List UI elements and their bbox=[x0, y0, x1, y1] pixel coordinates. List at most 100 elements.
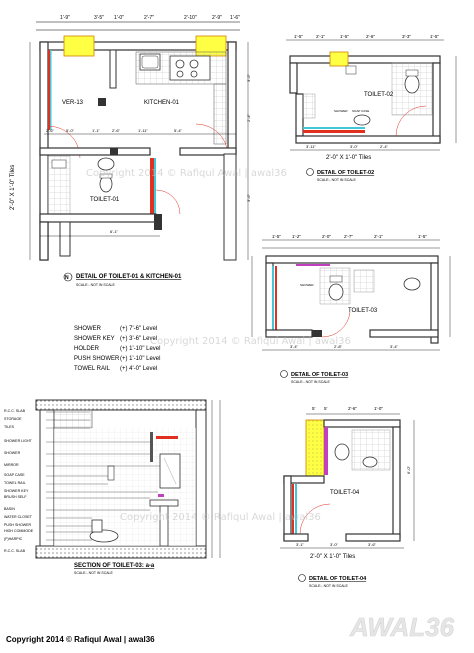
section-label: SHOWER bbox=[4, 451, 21, 455]
svg-text:3'-4": 3'-4" bbox=[390, 344, 399, 349]
plan-toilet4: 5' 5' 2'-6" 1'-0" TOILET-04 3'-1" 3'-0" … bbox=[280, 406, 415, 588]
svg-text:3'-5": 3'-5" bbox=[246, 73, 251, 82]
tile-note-t4: 2'-0" X 1'-0" Tiles bbox=[310, 554, 355, 560]
svg-text:SHOWER: SHOWER bbox=[300, 283, 314, 287]
dim-label: 3'-3" bbox=[402, 34, 411, 39]
plan-toilet1-kitchen1: 1'-9" 3'-5" 1'-0" 2'-7" 2'-10" 2'-9" 1'-… bbox=[10, 15, 251, 287]
section-label: SOAP CASE bbox=[4, 473, 25, 477]
scale-note: SCALE:- NOT IN SCALE bbox=[317, 178, 357, 182]
dim-label: 1'-6" bbox=[230, 15, 240, 21]
svg-text:SOAP CASE: SOAP CASE bbox=[352, 109, 369, 113]
svg-text:SHOWER: SHOWER bbox=[334, 109, 348, 113]
scale-note: SCALE:- NOT IN SCALE bbox=[291, 380, 331, 384]
svg-text:2'-6": 2'-6" bbox=[112, 128, 121, 133]
awal36-logo: AWAL36 bbox=[349, 612, 455, 642]
footer-copyright: Copyright 2014 © Rafiqul Awal | awal36 bbox=[6, 635, 155, 644]
level-item: SHOWER bbox=[74, 326, 102, 332]
level-item: SHOWER KEY bbox=[74, 336, 115, 342]
section-label: SHOWER KEY bbox=[4, 489, 29, 493]
svg-text:5'-0": 5'-0" bbox=[66, 128, 75, 133]
svg-text:3'-0": 3'-0" bbox=[350, 144, 359, 149]
section-label: HIGH COMMODE bbox=[4, 529, 34, 533]
dim-label: 2'-1" bbox=[316, 34, 325, 39]
dim-label: 2'-9" bbox=[212, 15, 222, 21]
section-label: STORAGE bbox=[4, 417, 22, 421]
watermark-text: Copyright 2014 © Rafiqul Awal | awal36 bbox=[86, 168, 287, 179]
section-label: BRUSH SELF bbox=[4, 495, 27, 499]
svg-text:2'-8": 2'-8" bbox=[334, 344, 343, 349]
dim-label: 1'-9" bbox=[60, 15, 70, 21]
section-toilet3: R.C.C. SLAB STORAGE TILES SHOWER LIGHT S… bbox=[4, 399, 221, 575]
level-value: (+) 4'-0" Level bbox=[120, 366, 157, 372]
level-value: (+) 1'-10" Level bbox=[120, 346, 160, 352]
svg-text:N: N bbox=[65, 275, 69, 281]
dim-label: 3'-5" bbox=[94, 15, 104, 21]
title-detail-t1k1: DETAIL OF TOILET-01 & KITCHEN-01 bbox=[76, 274, 182, 280]
section-label: TOWEL RAIL bbox=[4, 481, 26, 485]
watermark-text: Copyright 2014 © Rafiqul Awal | awal36 bbox=[120, 512, 321, 523]
room-label-kitchen: KITCHEN-01 bbox=[144, 100, 180, 106]
dim-label: 2'-0" bbox=[322, 234, 331, 239]
section-label: (F)HARPIC bbox=[4, 537, 23, 541]
section-label: R.C.C. SLAB bbox=[4, 549, 26, 553]
dim-label: 2'-1" bbox=[374, 234, 383, 239]
svg-text:1'-11": 1'-11" bbox=[138, 128, 148, 133]
dim-label: 1'-0" bbox=[374, 406, 383, 411]
watermarks: Copyright 2014 © Rafiqul Awal | awal36 C… bbox=[86, 168, 351, 523]
dim-label: 5' bbox=[312, 406, 316, 411]
section-label: WATER CLOSET bbox=[4, 515, 33, 519]
section-label: R.C.C. SLAB bbox=[4, 409, 26, 413]
tile-note-vertical: 2'-0" X 1'-0" Tiles bbox=[10, 165, 16, 210]
section-label: BASIN bbox=[4, 507, 15, 511]
level-item: TOWEL RAIL bbox=[74, 366, 111, 372]
dim-label: 2'-7" bbox=[344, 234, 353, 239]
dim-label: 1'-5" bbox=[272, 234, 281, 239]
svg-text:3'-0": 3'-0" bbox=[330, 542, 339, 547]
dim-label: 1'-5" bbox=[418, 234, 427, 239]
dim-label: 1'-5" bbox=[340, 34, 349, 39]
tile-note-t2: 2'-0" X 1'-0" Tiles bbox=[326, 155, 371, 161]
room-label-verandah: VER-13 bbox=[62, 100, 84, 106]
section-label: TILES bbox=[4, 425, 15, 429]
plan-toilet3: 1'-5" 1'-2" 2'-0" 2'-7" 2'-1" 1'-5" TOIL… bbox=[251, 234, 451, 384]
dim-label: 1'-5" bbox=[430, 34, 439, 39]
title-detail-t2: DETAIL OF TOILET-02 bbox=[317, 170, 374, 176]
svg-text:3'-1": 3'-1" bbox=[296, 542, 305, 547]
level-item: HOLDER bbox=[74, 346, 100, 352]
svg-text:3'-6": 3'-6" bbox=[368, 542, 377, 547]
level-value: (+) 7'-6" Level bbox=[120, 326, 157, 332]
svg-text:2'-6": 2'-6" bbox=[46, 128, 55, 133]
level-item: PUSH SHOWER bbox=[74, 356, 120, 362]
svg-text:2'-4": 2'-4" bbox=[246, 113, 251, 122]
svg-text:3'-4": 3'-4" bbox=[290, 344, 299, 349]
dim-label: 1'-5" bbox=[294, 34, 303, 39]
section-label: MIRROR bbox=[4, 463, 19, 467]
dim-label: 6'-0" bbox=[406, 465, 411, 474]
dim-label: 5' bbox=[324, 406, 328, 411]
title-detail-t4: DETAIL OF TOILET-04 bbox=[309, 576, 367, 582]
plan-toilet2: 1'-5" 2'-1" 1'-5" 2'-6" 3'-3" 1'-5" TOIL… bbox=[286, 34, 457, 182]
svg-text:6'-1": 6'-1" bbox=[110, 229, 119, 234]
title-detail-t3: DETAIL OF TOILET-03 bbox=[291, 372, 348, 378]
svg-text:3'-6": 3'-6" bbox=[246, 193, 251, 202]
watermark-text: Copyright 2014 © Rafiqul Awal | awal36 bbox=[150, 336, 351, 347]
svg-text:1'-1": 1'-1" bbox=[92, 128, 101, 133]
scale-note: SCALE:- NOT IN SCALE bbox=[309, 584, 349, 588]
svg-text:2'-4": 2'-4" bbox=[380, 144, 389, 149]
dim-label: 1'-2" bbox=[292, 234, 301, 239]
svg-text:3'-11": 3'-11" bbox=[306, 144, 316, 149]
scale-note: SCALE:- NOT IN SCALE bbox=[74, 571, 114, 575]
section-label: SHOWER LIGHT bbox=[4, 439, 33, 443]
room-label-toilet4: TOILET-04 bbox=[330, 490, 360, 496]
dim-label: 2'-6" bbox=[348, 406, 357, 411]
dim-label: 1'-0" bbox=[114, 15, 124, 21]
dim-label: 2'-10" bbox=[184, 15, 197, 21]
section-label: PUSH SHOWER bbox=[4, 523, 32, 527]
dim-label: 2'-7" bbox=[144, 15, 154, 21]
level-value: (+) 1'-10" Level bbox=[120, 356, 160, 362]
room-label-toilet2: TOILET-02 bbox=[364, 92, 394, 98]
level-value: (+) 3'-6" Level bbox=[120, 336, 157, 342]
title-section-t3: SECTION OF TOILET-03: a-a bbox=[74, 563, 155, 569]
scale-note: SCALE:- NOT IN SCALE bbox=[76, 283, 116, 287]
